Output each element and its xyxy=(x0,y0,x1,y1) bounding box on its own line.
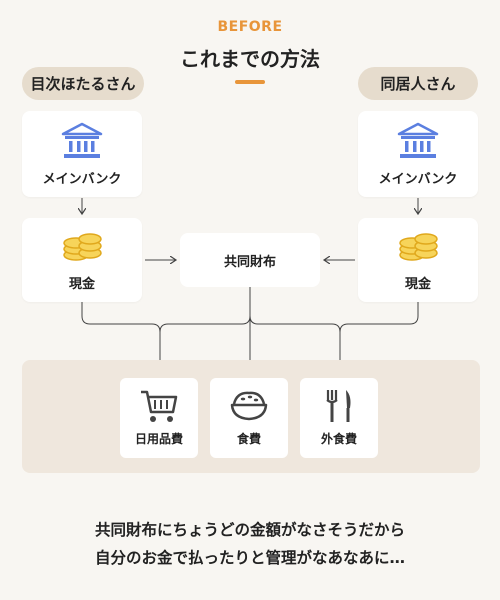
expense-label: 食費 xyxy=(236,432,261,446)
expense-card-food: 食費 xyxy=(210,378,288,458)
footer-line-2: 自分のお金で払ったりと管理がなあなあに… xyxy=(94,549,405,567)
bank-card-left: メインバンク xyxy=(22,111,142,197)
footer-line-1: 共同財布にちょうどの金額がなさそうだから xyxy=(94,521,405,539)
cash-right-label: 現金 xyxy=(404,276,431,292)
bank-icon xyxy=(61,122,103,158)
bank-icon xyxy=(397,122,439,158)
coins-icon xyxy=(63,232,102,261)
title-underline xyxy=(235,80,265,84)
shared-wallet-box: 共同財布 xyxy=(180,233,320,287)
shared-wallet-label: 共同財布 xyxy=(223,254,276,270)
cash-left-label: 現金 xyxy=(68,276,95,292)
rice-bowl-icon xyxy=(230,391,268,421)
cash-card-right: 現金 xyxy=(358,218,478,302)
shopping-cart-icon xyxy=(141,390,178,422)
expense-label: 日用品費 xyxy=(134,432,183,446)
person-right-pill: 同居人さん xyxy=(358,67,478,100)
cash-card-left: 現金 xyxy=(22,218,142,302)
bank-left-label: メインバンク xyxy=(42,171,122,187)
before-label: BEFORE xyxy=(217,19,283,35)
expense-label: 外食費 xyxy=(320,432,357,446)
coins-icon xyxy=(399,232,438,261)
page-title: これまでの方法 xyxy=(180,47,320,71)
expense-card-daily-goods: 日用品費 xyxy=(120,378,198,458)
person-left-pill: 目次ほたるさん xyxy=(22,67,144,100)
fork-knife-icon xyxy=(326,390,351,422)
footer-caption: 共同財布にちょうどの金額がなさそうだから 自分のお金で払ったりと管理がなあなあに… xyxy=(0,516,500,572)
bank-right-label: メインバンク xyxy=(378,171,458,187)
expense-card-dining-out: 外食費 xyxy=(300,378,378,458)
bank-card-right: メインバンク xyxy=(358,111,478,197)
